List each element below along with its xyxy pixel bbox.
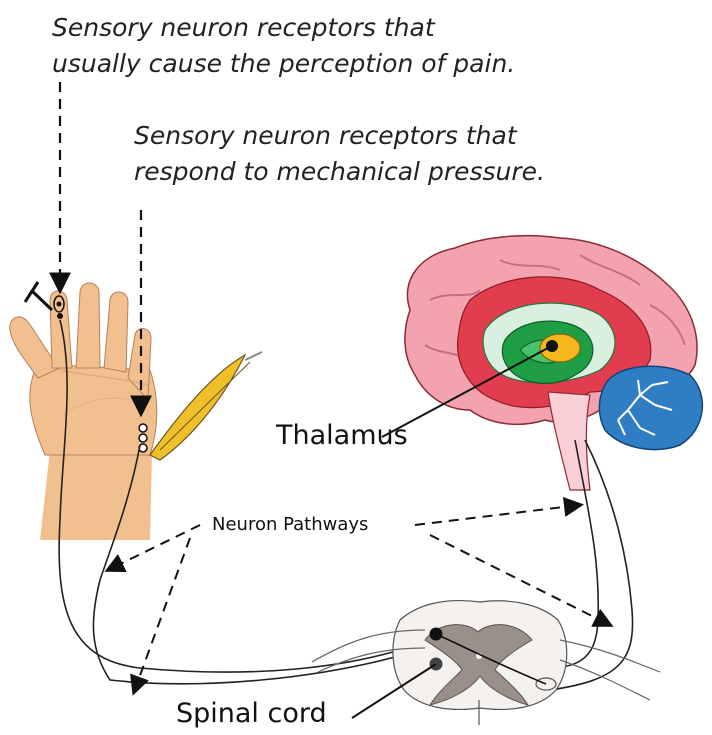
spinal-cord-label: Spinal cord — [176, 698, 327, 729]
hand — [10, 283, 157, 540]
pressure-receptor-caption: Sensory neuron receptors that respond to… — [134, 118, 545, 190]
feather-icon — [150, 352, 262, 460]
pressure-receptor-caption-line-1: Sensory neuron receptors that — [134, 118, 545, 154]
spinal-cord — [312, 601, 660, 725]
brain — [405, 236, 702, 490]
pain-receptor-caption-line-2: usually cause the perception of pain. — [52, 46, 515, 82]
pressure-receptor-caption-line-2: respond to mechanical pressure. — [134, 154, 545, 190]
neuron-pathways-label: Neuron Pathways — [212, 514, 368, 535]
pin-icon — [25, 282, 52, 310]
pain-receptor-caption: Sensory neuron receptors that usually ca… — [52, 10, 515, 82]
pain-receptor-caption-line-1: Sensory neuron receptors that — [52, 10, 515, 46]
thalamus-label: Thalamus — [276, 420, 408, 451]
